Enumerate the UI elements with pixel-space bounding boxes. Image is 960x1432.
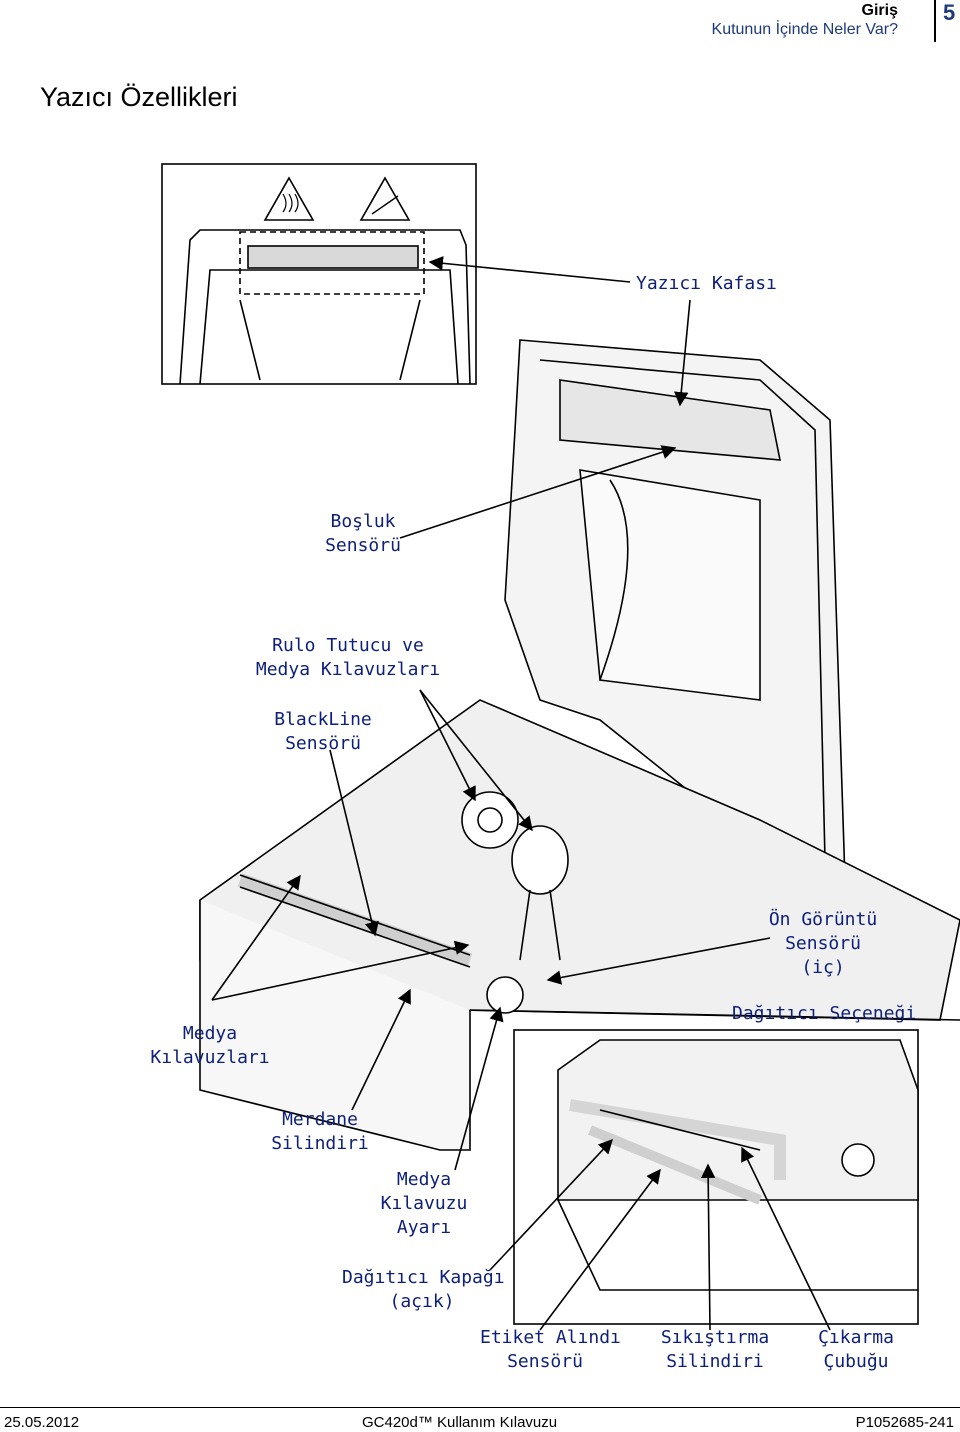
page-number: 5 (943, 0, 956, 25)
dispenser-inset (513, 1029, 919, 1325)
callout-lines (211, 256, 831, 1331)
footer-part-number: P1052685-241 (855, 1414, 954, 1431)
print-head-inset (161, 163, 477, 385)
subsection-link[interactable]: Kutunun İçinde Neler Var? (711, 21, 898, 38)
label-dispenser-door: Dağıtıcı Kapağı(açık) (342, 1267, 505, 1312)
header-divider (934, 0, 936, 42)
label-dispenser-option: Dağıtıcı Seçeneği (732, 1003, 917, 1024)
section-title: Giriş (861, 2, 898, 19)
footer-manual-title: GC420d™ Kullanım Kılavuzu (362, 1414, 558, 1431)
footer-date: 25.05.2012 (4, 1414, 80, 1431)
page-title: Yazıcı Özellikleri (40, 82, 238, 112)
label-print-head: Yazıcı Kafası (636, 273, 777, 294)
footer-divider (0, 1407, 960, 1408)
